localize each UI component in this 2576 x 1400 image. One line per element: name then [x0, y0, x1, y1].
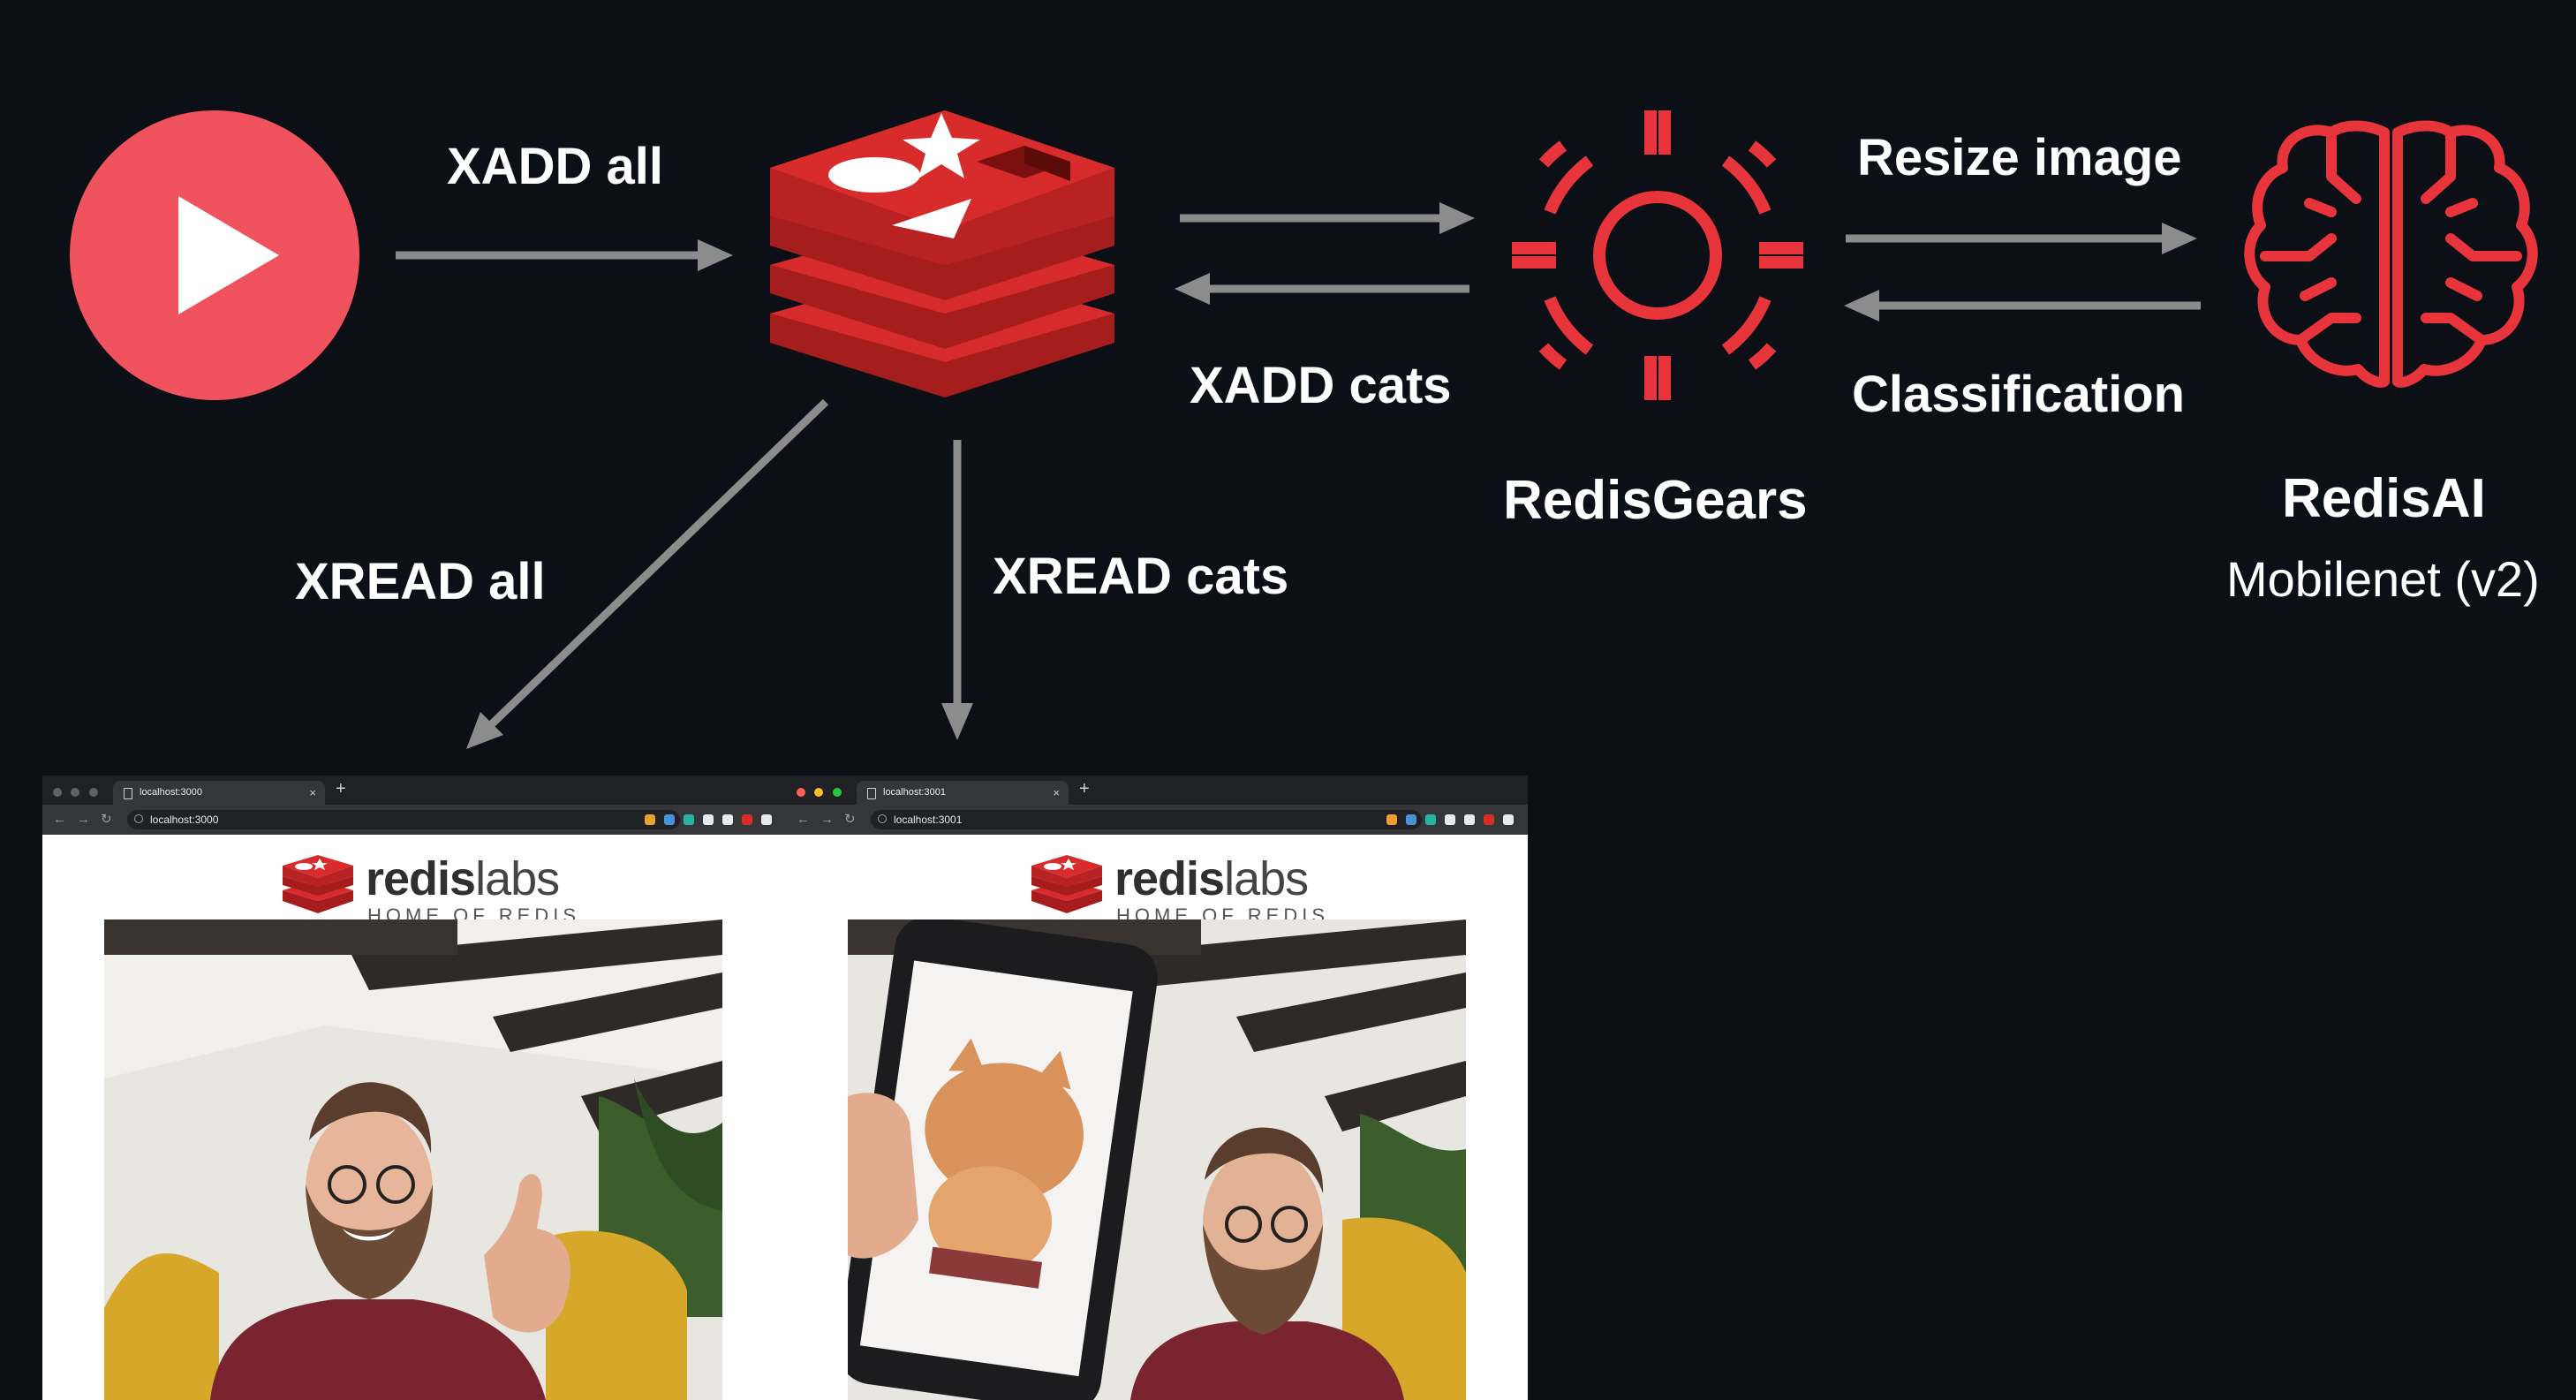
redis-logo-small-icon — [283, 855, 353, 913]
label-redisai: RedisAI — [2282, 468, 2486, 529]
tab-title: localhost:3000 — [140, 787, 202, 798]
forward-icon[interactable]: → — [77, 812, 101, 827]
webcam-frame-all — [104, 919, 722, 1400]
info-icon — [878, 814, 887, 823]
window-controls — [797, 785, 847, 801]
label-xadd-all: XADD all — [447, 138, 663, 195]
reload-icon[interactable]: ↻ — [101, 812, 123, 827]
redis-logo-icon — [770, 110, 1114, 397]
play-icon — [70, 110, 359, 400]
browser-toolbar: ←→↻ localhost:3001 — [786, 805, 1528, 835]
redislabs-logo: redislabs HOME OF REDIS — [281, 855, 634, 926]
browser-tab[interactable]: localhost:3000 × — [113, 781, 325, 805]
address-bar[interactable]: localhost:3000 — [127, 810, 680, 829]
window-controls — [53, 785, 103, 801]
url-text: localhost:3000 — [150, 814, 219, 826]
webcam-frame-cats — [848, 919, 1466, 1400]
brain-icon — [2244, 120, 2538, 388]
browser-toolbar: ←→↻ localhost:3000 — [42, 805, 786, 835]
nav-buttons: ←→↻ — [53, 811, 123, 827]
browser-window-cats: localhost:3001 × + ←→↻ localhost:3001 re… — [786, 776, 1528, 1400]
reload-icon[interactable]: ↻ — [844, 812, 866, 827]
arrow-redis-to-browser-all — [472, 398, 829, 744]
tab-bar: localhost:3001 × + — [786, 776, 1528, 805]
close-window-button[interactable] — [797, 788, 805, 797]
minimize-window-button[interactable] — [814, 788, 824, 797]
minimize-window-button[interactable] — [71, 788, 80, 797]
browser-window-all: localhost:3000 × + ←→↻ localhost:3000 re… — [42, 776, 786, 1400]
maximize-window-button[interactable] — [832, 788, 842, 797]
gear-icon — [1512, 110, 1803, 400]
label-xadd-cats: XADD cats — [1190, 357, 1452, 414]
forward-icon[interactable]: → — [820, 812, 844, 827]
info-icon — [134, 814, 143, 823]
tab-title: localhost:3001 — [883, 787, 946, 798]
back-icon[interactable]: ← — [53, 812, 77, 827]
maximize-window-button[interactable] — [88, 788, 98, 797]
close-window-button[interactable] — [53, 788, 62, 797]
document-icon — [124, 788, 132, 799]
label-redisgears: RedisGears — [1503, 470, 1808, 531]
extension-icons — [1378, 814, 1514, 829]
redislabs-logo: redislabs HOME OF REDIS — [1030, 855, 1383, 926]
label-resize-image: Resize image — [1857, 129, 2182, 186]
extension-icons — [636, 814, 772, 829]
address-bar[interactable]: localhost:3001 — [871, 810, 1422, 829]
new-tab-button[interactable]: + — [1079, 779, 1090, 798]
tab-bar: localhost:3000 × + — [42, 776, 786, 805]
url-text: localhost:3001 — [894, 814, 963, 826]
close-tab-icon[interactable]: × — [309, 786, 316, 799]
label-classification: Classification — [1852, 366, 2186, 423]
back-icon[interactable]: ← — [797, 812, 820, 827]
label-xread-all: XREAD all — [295, 553, 546, 610]
browser-tab[interactable]: localhost:3001 × — [857, 781, 1069, 805]
brand-name: redislabs — [366, 852, 560, 905]
label-redisai-model: Mobilenet (v2) — [2226, 551, 2540, 607]
label-xread-cats: XREAD cats — [993, 548, 1289, 605]
new-tab-button[interactable]: + — [336, 779, 346, 798]
brand-name: redislabs — [1114, 852, 1309, 905]
redis-logo-small-icon — [1031, 855, 1102, 913]
nav-buttons: ←→↻ — [797, 811, 866, 827]
document-icon — [867, 788, 876, 799]
close-tab-icon[interactable]: × — [1053, 786, 1060, 799]
